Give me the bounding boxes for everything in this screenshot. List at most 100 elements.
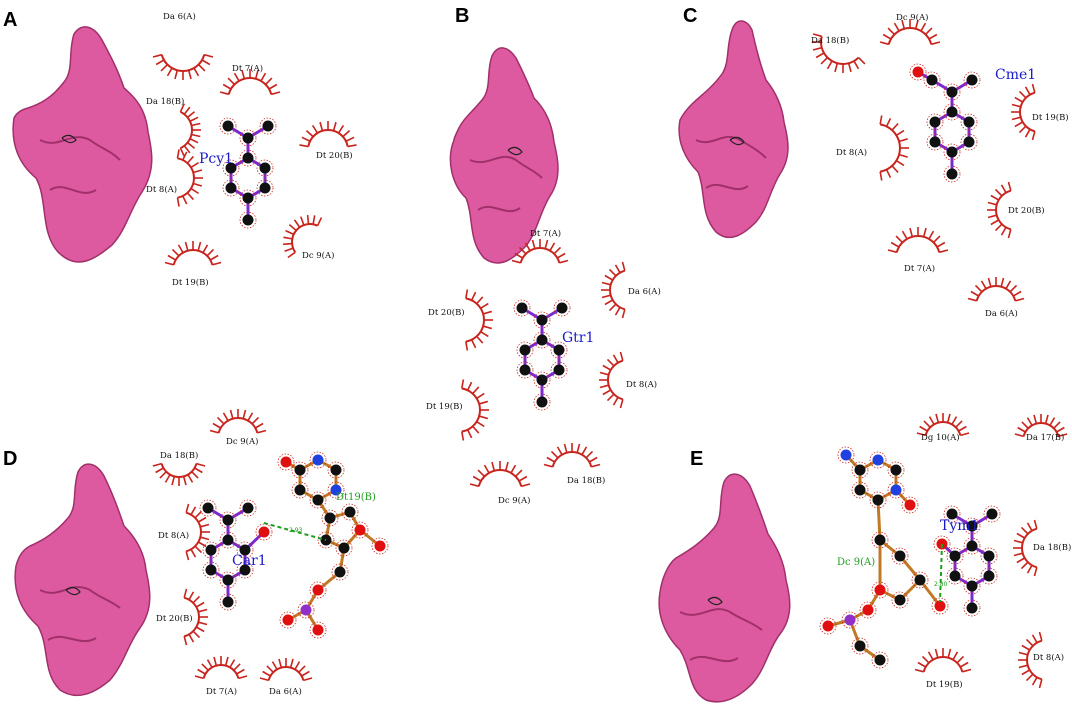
arc-spoke	[556, 252, 566, 259]
atom-contact-ring	[926, 133, 944, 151]
arc-spoke	[179, 147, 185, 157]
arc-spoke	[319, 121, 324, 131]
residue-label: Dt 20(B)	[1008, 205, 1045, 216]
atom-contact-ring	[351, 521, 369, 539]
hydrophobic-arc	[183, 588, 208, 646]
atom-contact-ring	[980, 547, 998, 565]
arc-spoke	[887, 27, 896, 36]
arc-spoke	[182, 195, 188, 205]
atom	[946, 168, 958, 180]
residue-label: Dt 8(A)	[836, 147, 867, 158]
atom	[536, 334, 548, 346]
atom-contact-ring	[533, 331, 551, 349]
arc-spoke	[1018, 125, 1027, 134]
atom	[890, 484, 902, 496]
atom-contact-ring	[943, 505, 961, 523]
atom	[949, 570, 961, 582]
atom	[312, 494, 324, 506]
atom-contact-ring	[516, 341, 534, 359]
atom	[872, 494, 884, 506]
arc-spoke	[472, 425, 480, 434]
arc-spoke	[347, 144, 357, 148]
arc-spoke	[602, 364, 612, 371]
arc-spoke	[152, 462, 162, 467]
arc-spoke	[283, 236, 293, 240]
arc-spoke	[182, 476, 187, 486]
arc-spoke	[518, 246, 527, 255]
arc-spoke	[604, 299, 614, 306]
atom-contact-ring	[869, 491, 887, 509]
hydrophobic-arc	[299, 121, 357, 148]
arc-spoke	[1031, 634, 1038, 644]
atom-contact-ring	[553, 299, 571, 317]
arc-spoke	[187, 70, 192, 80]
arc-spoke	[612, 396, 619, 406]
arc-spoke	[1018, 664, 1028, 669]
atom-contact-ring	[963, 537, 981, 555]
atom-contact-ring	[841, 611, 859, 629]
arc-line	[1026, 639, 1043, 681]
arc-spoke	[898, 138, 908, 143]
panel-label-d: D	[3, 448, 17, 470]
arc-spoke	[1031, 83, 1036, 93]
arc-spoke	[293, 219, 301, 228]
hbond-distance-e: 2.80	[934, 581, 948, 588]
atom	[966, 540, 978, 552]
arc-spoke	[222, 83, 232, 90]
atom-contact-ring	[202, 561, 220, 579]
arc-spoke	[174, 70, 179, 80]
atom	[983, 550, 995, 562]
arc-spoke	[927, 651, 934, 661]
arc-spoke	[1013, 552, 1023, 557]
atom-contact-ring	[219, 531, 237, 549]
arc-spoke	[882, 33, 892, 40]
atom-contact-ring	[960, 133, 978, 151]
arc-spoke	[895, 129, 905, 136]
atom	[202, 502, 214, 514]
atom	[259, 182, 271, 194]
atom	[926, 74, 938, 86]
arc-spoke	[931, 41, 941, 46]
atom	[894, 550, 906, 562]
arc-spoke	[264, 77, 273, 86]
hydrophobic-arc	[599, 351, 624, 409]
arc-spoke	[159, 471, 167, 479]
atom-contact-ring	[943, 103, 961, 121]
arc-spoke	[254, 422, 264, 429]
arc-spoke	[924, 27, 933, 36]
hydrophobic-arc	[914, 648, 972, 673]
arc-spoke	[546, 456, 556, 463]
arc-spoke	[826, 60, 833, 70]
arc-spoke	[1018, 90, 1027, 99]
atom	[282, 614, 294, 626]
arc-spoke	[549, 242, 556, 252]
residue-label: Da 6(A)	[628, 286, 661, 297]
arc-spoke	[916, 432, 926, 437]
arc-spoke	[1021, 421, 1029, 429]
arc-spoke	[923, 420, 931, 428]
ligand-name-d: Car1	[232, 553, 267, 569]
arc-spoke	[1005, 280, 1012, 290]
atom	[259, 162, 271, 174]
arc-spoke	[188, 591, 195, 601]
arc-spoke	[212, 422, 222, 429]
arc-line	[217, 417, 259, 434]
arc-spoke	[901, 230, 908, 240]
arc-spoke	[576, 443, 581, 453]
arc-spoke	[185, 551, 190, 561]
arc-spoke	[233, 72, 240, 82]
arc-spoke	[461, 379, 465, 389]
arc-spoke	[1017, 426, 1026, 433]
arc-spoke	[946, 413, 951, 423]
arc-spoke	[306, 215, 310, 225]
residue-label: Dt 19(B)	[426, 401, 463, 412]
residue-label: Dt 19(B)	[172, 277, 209, 288]
atom	[912, 66, 924, 78]
arc-spoke	[1007, 181, 1012, 191]
arc-spoke	[955, 420, 963, 428]
atom-contact-ring	[321, 509, 339, 527]
arc-spoke	[895, 235, 904, 244]
arc-spoke	[559, 259, 569, 264]
arc-spoke	[271, 91, 281, 96]
arc-spoke	[599, 371, 609, 376]
